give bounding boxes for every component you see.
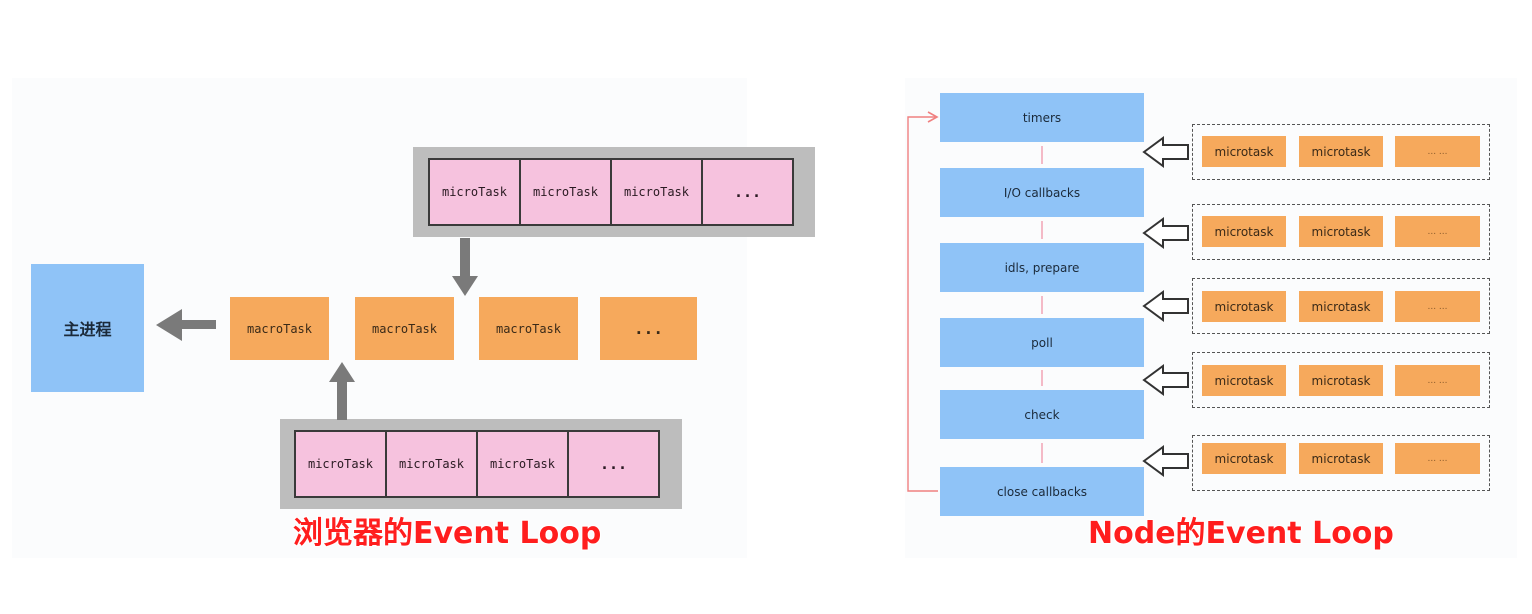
microtask-label: microtask — [1311, 144, 1371, 159]
micro-task-cell: ... — [599, 455, 628, 473]
microtask-box: microtask — [1202, 291, 1286, 322]
hollow-arrow-left-icon — [1142, 364, 1189, 396]
microtask-more-box: ... ... — [1395, 216, 1480, 247]
microtask-box: microtask — [1299, 443, 1383, 474]
microtask-label: microtask — [1311, 224, 1371, 239]
microtask-label: microtask — [1214, 144, 1274, 159]
macro-task-3: macroTask — [479, 297, 578, 360]
microtask-box: microtask — [1299, 216, 1383, 247]
micro-task-cell: microTask — [387, 432, 478, 496]
micro-task-cell: microTask — [612, 160, 703, 224]
macro-task-more: ... — [600, 297, 697, 360]
phase-label: close callbacks — [996, 484, 1088, 499]
phase-close-callbacks: close callbacks — [940, 467, 1144, 516]
micro-queue-top: microTask microTask microTask ... — [428, 158, 794, 226]
microtask-more-box: ... ... — [1395, 291, 1480, 322]
hollow-arrow-left-icon — [1142, 445, 1189, 477]
microtask-row-4 — [1192, 352, 1490, 408]
node-title: Node的Event Loop — [1088, 516, 1394, 551]
microtask-more-box: ... ... — [1395, 443, 1480, 474]
microtask-row-5 — [1192, 435, 1490, 491]
microtask-label: ... ... — [1427, 453, 1448, 464]
phase-label: idls, prepare — [1004, 260, 1080, 275]
phase-timers: timers — [940, 93, 1144, 142]
microtask-row-2 — [1192, 204, 1490, 260]
phase-check: check — [940, 390, 1144, 439]
microtask-row-3 — [1192, 278, 1490, 334]
microtask-label: microtask — [1214, 299, 1274, 314]
microtask-more-box: ... ... — [1395, 136, 1480, 167]
microtask-label: ... ... — [1427, 375, 1448, 386]
microtask-box: microtask — [1202, 443, 1286, 474]
phase-idle-prepare: idls, prepare — [940, 243, 1144, 292]
microtask-box: microtask — [1202, 365, 1286, 396]
micro-task-cell: microTask — [521, 160, 612, 224]
loop-back-arrow-icon — [907, 111, 939, 492]
phase-label: check — [1024, 407, 1060, 422]
arrow-down-icon — [452, 238, 478, 296]
microtask-label: ... ... — [1427, 226, 1448, 237]
macro-task-label: macroTask — [246, 321, 313, 336]
macro-task-label: ... — [634, 319, 663, 338]
microtask-label: ... ... — [1427, 146, 1448, 157]
macro-task-1: macroTask — [230, 297, 329, 360]
microtask-box: microtask — [1202, 216, 1286, 247]
hollow-arrow-left-icon — [1142, 136, 1189, 168]
microtask-box: microtask — [1299, 291, 1383, 322]
microtask-box: microtask — [1299, 365, 1383, 396]
phase-label: I/O callbacks — [1003, 185, 1081, 200]
macro-task-2: macroTask — [355, 297, 454, 360]
phase-io-callbacks: I/O callbacks — [940, 168, 1144, 217]
microtask-more-box: ... ... — [1395, 365, 1480, 396]
macro-task-label: macroTask — [495, 321, 562, 336]
micro-task-cell: microTask — [430, 160, 521, 224]
microtask-label: microtask — [1214, 451, 1274, 466]
macro-task-label: macroTask — [371, 321, 438, 336]
hollow-arrow-left-icon — [1142, 217, 1189, 249]
micro-queue-bottom: microTask microTask microTask ... — [294, 430, 660, 498]
arrow-left-icon — [156, 309, 216, 341]
phase-label: poll — [1031, 335, 1053, 350]
microtask-label: ... ... — [1427, 301, 1448, 312]
micro-task-cell: microTask — [296, 432, 387, 496]
phase-label: timers — [1022, 110, 1062, 125]
browser-title: 浏览器的Event Loop — [293, 516, 602, 551]
hollow-arrow-left-icon — [1142, 290, 1189, 322]
microtask-label: microtask — [1311, 373, 1371, 388]
microtask-row-1 — [1192, 124, 1490, 180]
arrow-up-icon — [329, 362, 355, 420]
microtask-label: microtask — [1214, 373, 1274, 388]
main-process-box: 主进程 — [31, 264, 144, 392]
micro-task-cell: microTask — [478, 432, 569, 496]
microtask-box: microtask — [1299, 136, 1383, 167]
microtask-label: microtask — [1311, 451, 1371, 466]
microtask-box: microtask — [1202, 136, 1286, 167]
phase-poll: poll — [940, 318, 1144, 367]
microtask-label: microtask — [1214, 224, 1274, 239]
microtask-label: microtask — [1311, 299, 1371, 314]
micro-task-cell: ... — [733, 183, 762, 201]
main-process-label: 主进程 — [63, 320, 112, 339]
